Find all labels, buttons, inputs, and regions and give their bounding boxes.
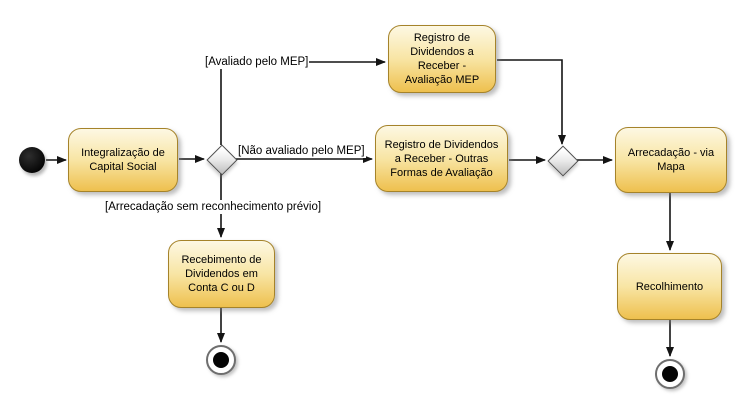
activity-integralizacao-label: Integralização de Capital Social bbox=[81, 147, 165, 173]
activity-registro-mep: Registro de Dividendos a Receber - Avali… bbox=[388, 25, 496, 93]
guard-arrecadacao-sem-reconhecimento: [Arrecadação sem reconhecimento prévio] bbox=[104, 200, 323, 214]
edge-registro-mep-to-merge bbox=[497, 59, 566, 145]
activity-registro-outras: Registro de Dividendos a Receber - Outra… bbox=[375, 125, 508, 192]
guard-avaliado-mep: [Avaliado pelo MEP] bbox=[204, 55, 310, 69]
activity-integralizacao: Integralização de Capital Social bbox=[68, 128, 178, 192]
activity-arrecadacao: Arrecadação - via Mapa bbox=[615, 127, 727, 193]
activity-registro-outras-label: Registro de Dividendos a Receber - Outra… bbox=[384, 138, 499, 179]
activity-recolhimento: Recolhimento bbox=[617, 253, 722, 320]
edge-decision-to-registro-mep bbox=[220, 58, 386, 145]
activity-recebimento-label: Recebimento de Dividendos em Conta C ou … bbox=[181, 254, 262, 294]
activity-recebimento: Recebimento de Dividendos em Conta C ou … bbox=[168, 240, 275, 308]
activity-recolhimento-label: Recolhimento bbox=[635, 280, 704, 293]
final-node-left-inner-dot bbox=[213, 352, 229, 368]
final-node-left bbox=[206, 345, 236, 375]
initial-node bbox=[19, 147, 45, 173]
guard-nao-avaliado-mep: [Não avaliado pelo MEP] bbox=[237, 144, 366, 158]
activity-registro-mep-label: Registro de Dividendos a Receber - Avali… bbox=[404, 32, 480, 86]
final-node-right bbox=[655, 359, 685, 389]
activity-arrecadacao-label: Arrecadação - via Mapa bbox=[627, 147, 715, 173]
final-node-right-inner-dot bbox=[662, 366, 678, 382]
